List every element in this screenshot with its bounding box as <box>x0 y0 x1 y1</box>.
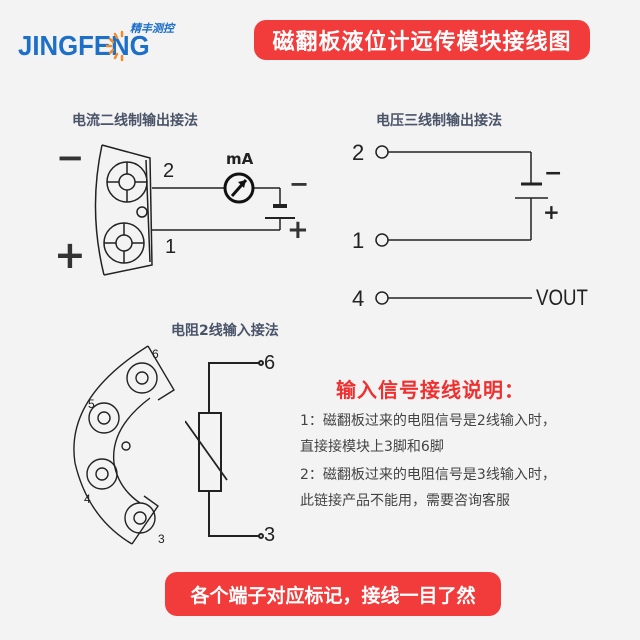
logo-wordmark: JINGFENG <box>18 30 150 61</box>
description-line-1: 1：磁翻板过来的电阻信号是2线输入时， <box>300 413 556 429</box>
logo-subtitle: 精丰测控 <box>130 22 174 35</box>
voltage-battery-plus-label: + <box>543 200 560 224</box>
resistance-terminal-3-label: 3 <box>264 524 276 546</box>
block-mark-4: 4 <box>84 492 91 506</box>
footer-banner: 各个端子对应标记，接线一目了然 <box>165 572 501 616</box>
page-title-banner: 磁翻板液位计远传模块接线图 <box>254 20 590 60</box>
description-title: 输入信号接线说明： <box>336 378 525 402</box>
terminal-4-circle-icon <box>375 291 389 305</box>
variable-resistor-icon <box>198 412 222 492</box>
voltage-battery-minus-label: − <box>544 161 563 186</box>
current-section-label: 电流二线制输出接法 <box>72 113 198 129</box>
brand-logo: 精丰测控 JINGFENG <box>18 22 188 62</box>
logo-sunburst-icon <box>105 30 124 62</box>
description-line-3: 2：磁翻板过来的电阻信号是3线输入时， <box>300 467 556 483</box>
battery-icon <box>265 204 295 219</box>
block-mark-5: 5 <box>88 397 95 411</box>
voltage-terminal-1-label: 1 <box>352 228 365 253</box>
meter-label: mA <box>226 150 254 168</box>
terminal-1-circle-icon <box>375 233 389 247</box>
vout-label: VOUT <box>536 285 588 310</box>
current-terminal-2-label: 2 <box>163 160 175 182</box>
voltage-terminal-4-label: 4 <box>352 286 365 311</box>
block-mark-6: 6 <box>152 347 159 361</box>
current-terminal-1-label: 1 <box>165 236 177 258</box>
resistance-section-label: 电阻2线输入接法 <box>171 323 279 339</box>
terminal-block-2pos-icon <box>94 144 153 276</box>
voltage-terminal-2-label: 2 <box>352 140 365 165</box>
description-line-2: 直接接模块上3脚和6脚 <box>300 439 444 455</box>
milliammeter-icon <box>223 172 255 204</box>
terminal-block-4pos-icon: 6 5 4 3 <box>73 345 175 546</box>
battery-icon <box>515 182 548 199</box>
terminal-2-circle-icon <box>375 145 389 159</box>
block-mark-3: 3 <box>158 532 165 546</box>
voltage-wiring-diagram <box>375 145 548 305</box>
rtd-resistor-diagram <box>185 360 264 539</box>
resistance-terminal-6-label: 6 <box>264 352 276 374</box>
description-line-4: 此链接产品不能用，需要咨询客服 <box>300 493 510 509</box>
battery-plus-label: + <box>287 215 309 245</box>
current-wiring-diagram <box>94 144 295 276</box>
positive-sign: + <box>54 233 86 277</box>
battery-minus-label: − <box>289 170 310 198</box>
voltage-section-label: 电压三线制输出接法 <box>376 113 502 129</box>
